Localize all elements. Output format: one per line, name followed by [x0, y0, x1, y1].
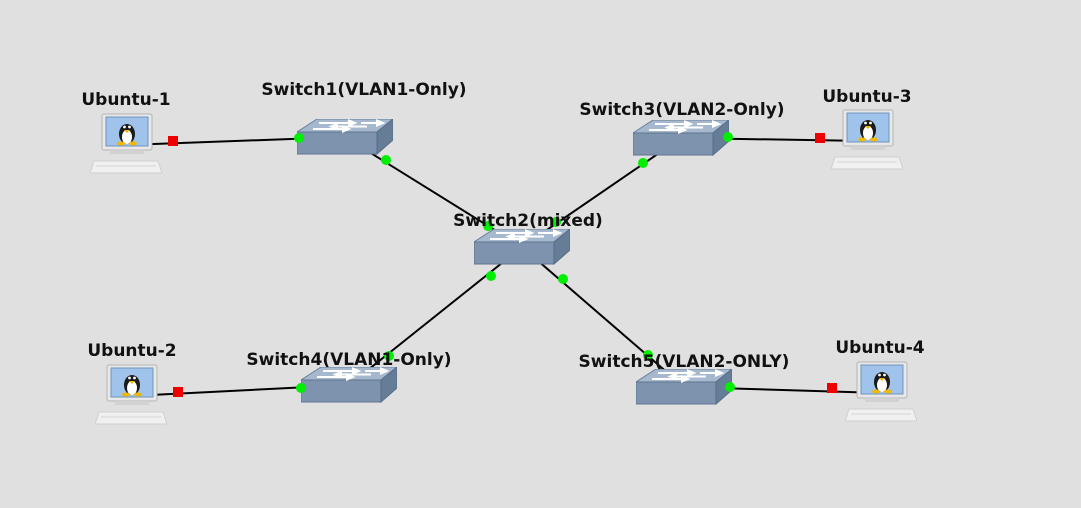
node-label-ubuntu1[interactable]: Ubuntu-1 — [81, 90, 170, 110]
node-switch3[interactable] — [633, 120, 729, 156]
ethernet-switch-icon — [636, 369, 732, 405]
port-status-down-ubuntu4 — [827, 383, 837, 393]
port-status-up-switch5 — [725, 382, 735, 392]
port-status-up-switch4 — [384, 351, 394, 361]
ethernet-switch-icon — [301, 367, 397, 403]
port-status-up-switch1 — [294, 133, 304, 143]
port-status-down-ubuntu1 — [168, 136, 178, 146]
node-label-switch4[interactable]: Switch4(VLAN1-Only) — [246, 350, 451, 370]
node-ubuntu1[interactable] — [90, 113, 162, 174]
link-switch2-switch3[interactable] — [521, 137, 682, 248]
ethernet-switch-icon — [633, 120, 729, 156]
node-label-ubuntu2[interactable]: Ubuntu-2 — [87, 341, 176, 361]
link-switch4-switch2[interactable] — [348, 246, 523, 386]
ubuntu-laptop-icon — [831, 109, 903, 170]
node-label-switch5[interactable]: Switch5(VLAN2-ONLY) — [579, 352, 790, 372]
link-switch1-switch2[interactable] — [344, 136, 523, 248]
port-status-up-switch4 — [296, 383, 306, 393]
node-label-ubuntu3[interactable]: Ubuntu-3 — [822, 87, 911, 107]
port-status-up-switch3 — [723, 132, 733, 142]
node-switch2[interactable] — [474, 229, 570, 265]
port-status-up-switch2 — [558, 274, 568, 284]
node-label-switch3[interactable]: Switch3(VLAN2-Only) — [579, 100, 784, 120]
node-label-switch2[interactable]: Switch2(mixed) — [453, 211, 603, 231]
nodes-layer — [90, 109, 917, 425]
port-status-down-ubuntu2 — [173, 387, 183, 397]
ethernet-switch-icon — [297, 119, 393, 155]
node-switch1[interactable] — [297, 119, 393, 155]
port-status-up-switch3 — [638, 158, 648, 168]
node-label-switch1[interactable]: Switch1(VLAN1-Only) — [261, 80, 466, 100]
port-status-up-switch1 — [381, 155, 391, 165]
ethernet-switch-icon — [474, 229, 570, 265]
port-status-up-switch2 — [551, 217, 561, 227]
port-status-up-switch2 — [483, 221, 493, 231]
ubuntu-laptop-icon — [95, 364, 167, 425]
node-switch5[interactable] — [636, 369, 732, 405]
links-layer — [125, 136, 882, 397]
node-ubuntu2[interactable] — [95, 364, 167, 425]
node-ubuntu3[interactable] — [831, 109, 903, 170]
ubuntu-laptop-icon — [90, 113, 162, 174]
port-status-down-ubuntu3 — [815, 133, 825, 143]
link-switch2-switch5[interactable] — [521, 246, 685, 388]
node-label-ubuntu4[interactable]: Ubuntu-4 — [835, 338, 924, 358]
node-switch4[interactable] — [301, 367, 397, 403]
ports-layer — [168, 132, 837, 397]
port-status-up-switch5 — [643, 350, 653, 360]
port-status-up-switch2 — [486, 271, 496, 281]
